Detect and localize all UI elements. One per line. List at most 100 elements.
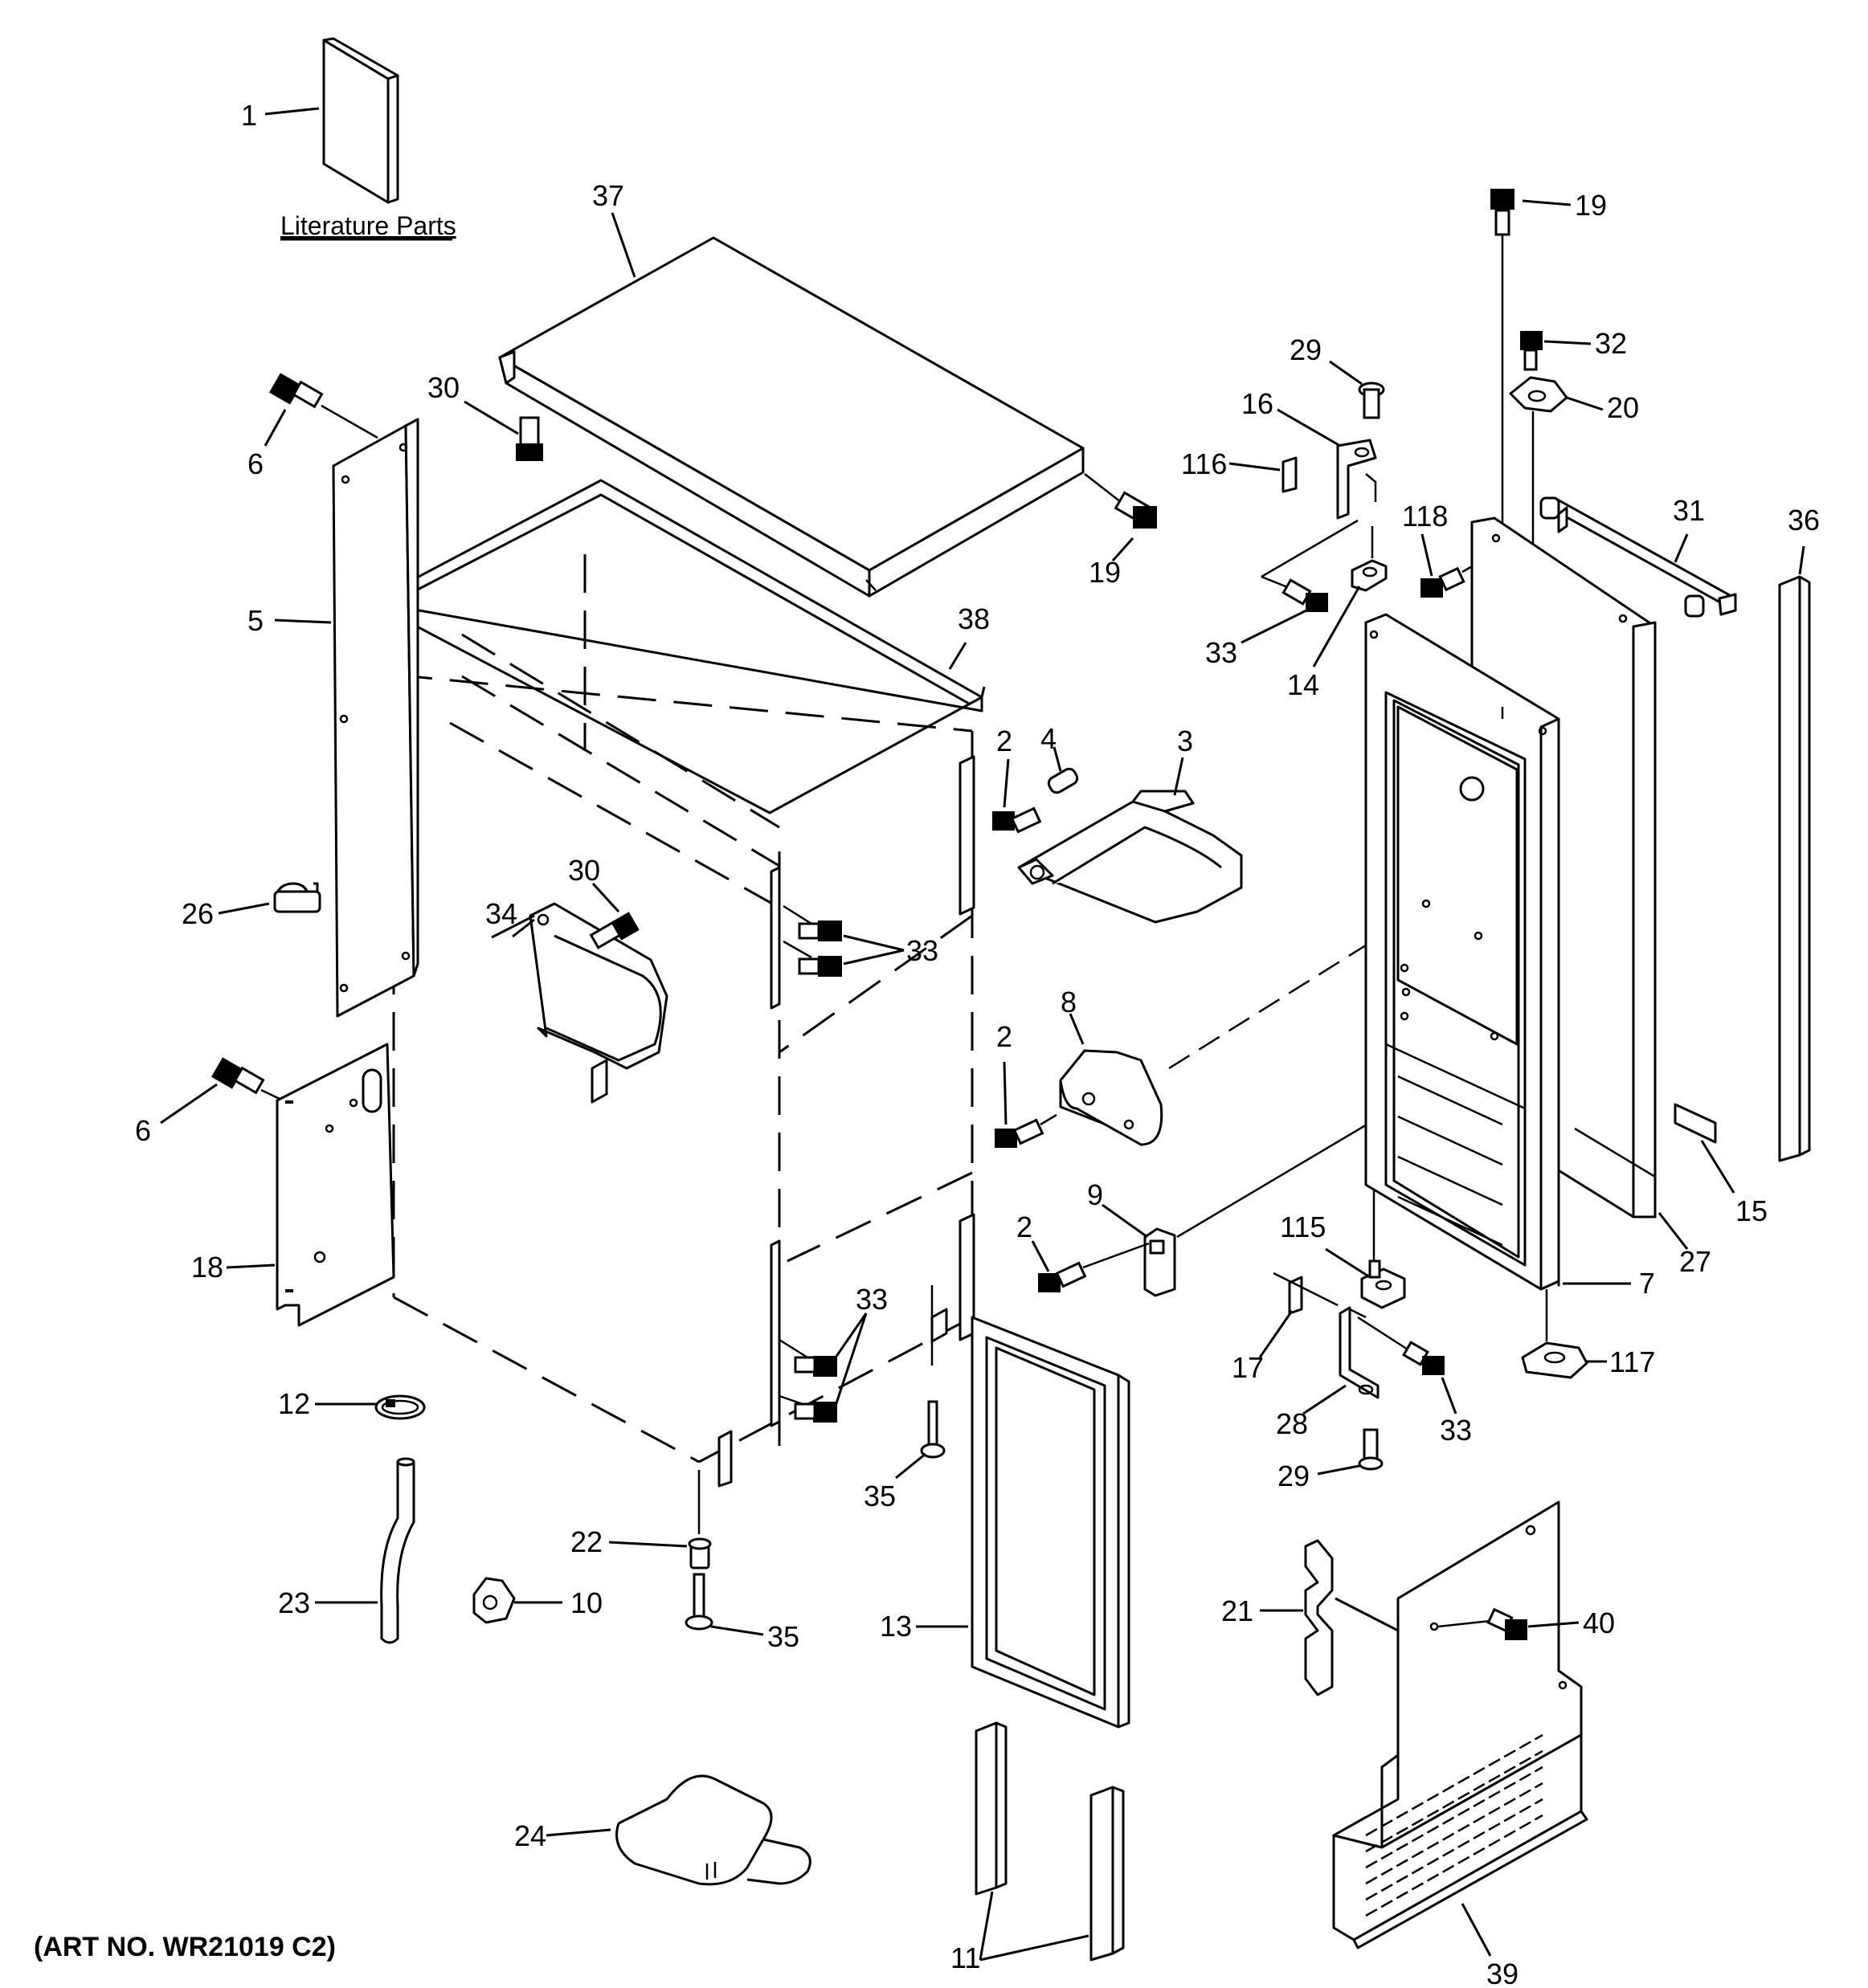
callout-8: 8 bbox=[1061, 986, 1077, 1018]
callout-11: 11 bbox=[950, 1941, 980, 1974]
callout-35-low: 35 bbox=[767, 1620, 799, 1653]
screw-icon bbox=[589, 912, 640, 949]
hinge-icon bbox=[1351, 526, 1388, 592]
callout-24: 24 bbox=[514, 1819, 546, 1852]
callout-14: 14 bbox=[1287, 668, 1319, 701]
cabinet-outline bbox=[388, 479, 983, 1488]
callout-32: 32 bbox=[1595, 327, 1627, 360]
screw-icon bbox=[211, 1057, 280, 1100]
hinge-cover bbox=[1521, 1289, 1588, 1379]
callout-29-bottom: 29 bbox=[1277, 1459, 1310, 1492]
callout-13: 13 bbox=[880, 1610, 912, 1643]
callout-117: 117 bbox=[1609, 1345, 1655, 1378]
callout-18: 18 bbox=[191, 1251, 223, 1284]
callout-33-mid: 33 bbox=[906, 934, 938, 967]
cover-block bbox=[1059, 1049, 1163, 1146]
vent-slots bbox=[1365, 1733, 1543, 1917]
grille-clip bbox=[1304, 1539, 1334, 1696]
kickplate-grille bbox=[1332, 1500, 1588, 1949]
callout-118-top: 118 bbox=[1402, 500, 1448, 533]
callout-6-top: 6 bbox=[247, 447, 264, 480]
callout-12: 12 bbox=[278, 1387, 310, 1420]
art-number-caption: (ART NO. WR21019 C2) bbox=[34, 1932, 336, 1962]
callout-29-top: 29 bbox=[1290, 333, 1322, 366]
ice-scoop bbox=[615, 1774, 811, 1886]
callout-23: 23 bbox=[278, 1586, 310, 1619]
callout-2-bottom: 2 bbox=[1016, 1210, 1032, 1243]
callout-26: 26 bbox=[182, 897, 214, 930]
callout-9: 9 bbox=[1087, 1178, 1103, 1211]
screw-icon bbox=[992, 806, 1042, 834]
callout-2-top: 2 bbox=[996, 725, 1012, 757]
screw-icon bbox=[783, 904, 842, 977]
callout-38: 38 bbox=[958, 602, 990, 635]
hinge-pin bbox=[1358, 1428, 1384, 1471]
literature-parts-label: Literature Parts bbox=[280, 211, 456, 240]
callout-116: 116 bbox=[1181, 447, 1227, 480]
hinge-bracket-bottom bbox=[1339, 1306, 1380, 1399]
callout-40: 40 bbox=[1583, 1606, 1615, 1639]
callout-37: 37 bbox=[592, 179, 624, 212]
callout-10: 10 bbox=[570, 1586, 603, 1619]
callout-3: 3 bbox=[1177, 725, 1193, 757]
hinge-shim-top bbox=[1281, 456, 1298, 493]
screw-icon bbox=[269, 373, 378, 439]
literature-booklet bbox=[264, 37, 399, 204]
callout-4: 4 bbox=[1040, 722, 1057, 755]
screw-icon bbox=[995, 1113, 1057, 1148]
screw-icon bbox=[516, 416, 543, 461]
screw-icon bbox=[1281, 578, 1328, 612]
lower-side-plate bbox=[276, 1043, 395, 1327]
door-inner-liner bbox=[1364, 613, 1560, 1291]
callout-30-top: 30 bbox=[427, 371, 460, 404]
side-bracket bbox=[332, 418, 419, 1018]
damper-pin bbox=[1047, 767, 1079, 794]
callout-35-up: 35 bbox=[864, 1480, 896, 1512]
screw-icon bbox=[1520, 331, 1543, 371]
callout-33-low: 33 bbox=[856, 1283, 888, 1316]
screw-icon bbox=[920, 1285, 948, 1459]
plug bbox=[472, 1577, 516, 1624]
callout-33-hinge: 33 bbox=[1205, 636, 1237, 669]
screw-icon bbox=[1357, 1316, 1445, 1375]
callout-22: 22 bbox=[570, 1525, 603, 1558]
air-duct bbox=[1017, 790, 1243, 924]
callout-17: 17 bbox=[1232, 1351, 1264, 1384]
hose-clamp bbox=[374, 1394, 426, 1420]
leveling-cap bbox=[688, 1470, 712, 1570]
callout-34: 34 bbox=[485, 897, 517, 930]
screw-icon bbox=[1038, 1242, 1150, 1292]
callout-33-right: 33 bbox=[1440, 1414, 1472, 1447]
callout-5: 5 bbox=[247, 604, 264, 637]
screw-icon bbox=[685, 1573, 713, 1631]
hinge-icon bbox=[1360, 1189, 1406, 1309]
door-tab bbox=[1674, 1103, 1717, 1144]
callout-15: 15 bbox=[1735, 1194, 1768, 1227]
screw-icon bbox=[1084, 473, 1157, 529]
callout-2-mid: 2 bbox=[996, 1020, 1012, 1053]
top-cover bbox=[498, 236, 1085, 598]
callout-7: 7 bbox=[1639, 1267, 1655, 1300]
callout-21: 21 bbox=[1221, 1594, 1253, 1627]
callout-1: 1 bbox=[241, 99, 257, 132]
handle-icon bbox=[1539, 496, 1737, 618]
callout-36: 36 bbox=[1788, 504, 1820, 537]
door-strip-left bbox=[975, 1721, 1008, 1896]
callout-19-top: 19 bbox=[1575, 189, 1607, 222]
screw-icon bbox=[779, 1338, 837, 1423]
callout-19-cover: 19 bbox=[1089, 556, 1121, 589]
callout-27: 27 bbox=[1679, 1245, 1711, 1278]
callout-16: 16 bbox=[1241, 387, 1273, 420]
callout-30-mid: 30 bbox=[568, 854, 600, 887]
latch-block bbox=[1143, 1227, 1176, 1297]
hinge-bracket-top bbox=[1336, 439, 1377, 520]
drain-hose bbox=[380, 1457, 415, 1644]
callout-6-bottom: 6 bbox=[135, 1114, 151, 1147]
door-strip-right bbox=[1089, 1786, 1125, 1961]
callout-20: 20 bbox=[1607, 391, 1639, 424]
hinge-shim-bottom bbox=[1273, 1272, 1339, 1315]
callout-115: 115 bbox=[1280, 1210, 1326, 1243]
callout-39: 39 bbox=[1486, 1957, 1519, 1988]
screw-icon bbox=[1437, 1607, 1527, 1640]
